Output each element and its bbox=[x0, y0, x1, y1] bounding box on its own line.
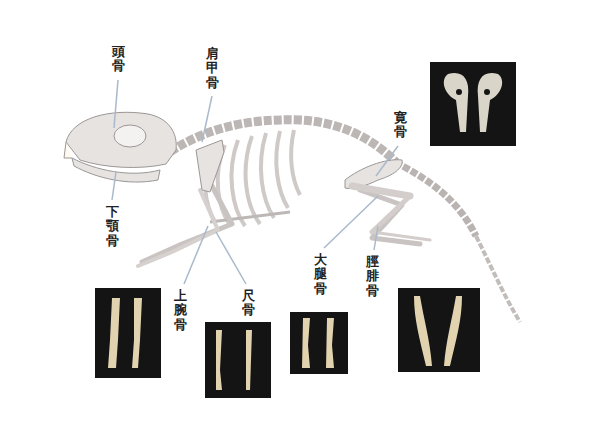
bone-label: 上腕骨 bbox=[174, 288, 187, 333]
bone-label: 寛骨 bbox=[394, 110, 407, 141]
bone-label: 脛腓骨 bbox=[366, 254, 379, 299]
bone-label: 尺骨 bbox=[242, 288, 255, 319]
bone-label: 頭骨 bbox=[112, 44, 125, 75]
bone-label: 肩甲骨 bbox=[206, 46, 219, 91]
bone-label: 大腿骨 bbox=[314, 252, 327, 297]
bone-label: 下顎骨 bbox=[106, 204, 119, 249]
